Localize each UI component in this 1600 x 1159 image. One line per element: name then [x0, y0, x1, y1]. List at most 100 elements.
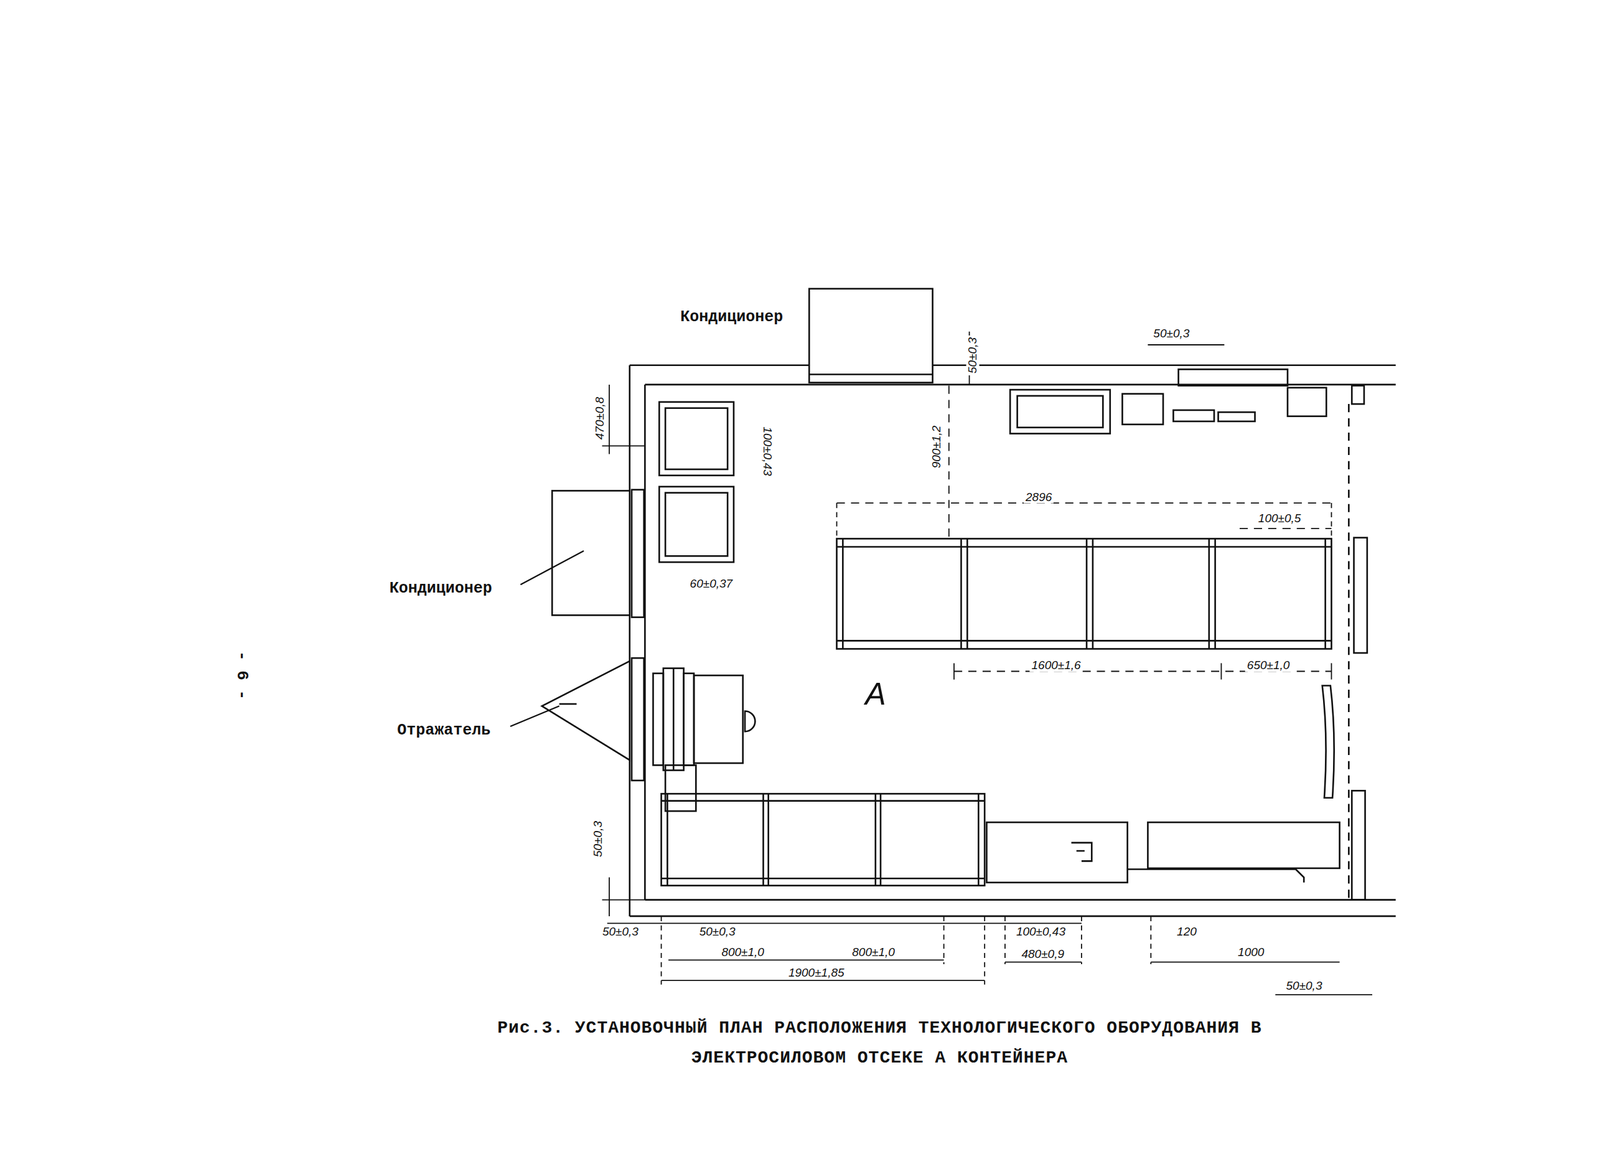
cabinets-part	[837, 639, 1332, 642]
cabinets-part	[960, 538, 963, 649]
dimension-lines-part	[1239, 527, 1332, 529]
air-conditioners-part	[809, 288, 933, 383]
dimension: 50±0,3	[697, 925, 738, 939]
walls-part	[631, 489, 645, 618]
dimension: 1900±1,85	[786, 965, 847, 979]
dimension-lines-part	[1004, 916, 1006, 964]
dimension-lines-part	[1221, 662, 1223, 679]
dimension: 650±1,0	[1245, 659, 1292, 673]
cabinets-part	[986, 822, 1128, 883]
cabinets-part	[659, 486, 734, 562]
leader-lines	[510, 550, 584, 727]
reflector-part	[559, 703, 577, 706]
walls-part	[644, 384, 646, 900]
cabinets-part	[693, 675, 744, 763]
dimension-lines-part	[660, 916, 663, 985]
dimension-lines-part	[1080, 916, 1083, 964]
dimension-lines-part	[943, 916, 945, 964]
air-conditioners-part	[552, 490, 630, 615]
cabinets-part	[661, 793, 986, 886]
cabinets-part	[665, 492, 728, 557]
cabinets-part	[966, 538, 969, 649]
cabinets-part	[1010, 389, 1111, 434]
dimension-lines-part	[1275, 993, 1373, 996]
dimension: 100±0,5	[1256, 511, 1304, 525]
walls-part	[628, 365, 631, 917]
dimension-lines-part	[661, 979, 986, 981]
cabinets-part	[1214, 538, 1217, 649]
dimension-lines-part	[1331, 662, 1333, 679]
cabinets-part	[1173, 410, 1215, 422]
walls-part	[629, 915, 1396, 918]
dimension: 60±0,37	[688, 576, 735, 590]
cabinets-part	[1218, 411, 1256, 422]
dimension-lines-part	[948, 385, 950, 539]
dimension: 900±1,2	[930, 423, 944, 471]
cabinets-part	[661, 877, 986, 880]
cabinets-part	[879, 793, 882, 886]
dimension: 100±0,43	[1014, 925, 1068, 939]
cabinets-part	[1071, 842, 1092, 862]
dimension-lines-part	[602, 899, 646, 901]
dimension-lines-part	[953, 662, 955, 679]
dimension: 100±0,43	[761, 424, 775, 478]
dimension: 50±0,3	[591, 818, 605, 859]
cabinets-part	[1147, 822, 1340, 869]
dimension: 1600±1,6	[1029, 659, 1083, 673]
cabinets-part	[1017, 395, 1104, 428]
dimension-lines-part	[608, 877, 610, 917]
cabinets-part	[762, 793, 765, 886]
leader-lines-part	[520, 550, 584, 585]
figure-caption: Рис.3. УСТАНОВОЧНЫЙ ПЛАН РАСПОЛОЖЕНИЯ ТЕ…	[484, 1013, 1275, 1073]
cabinets-part	[665, 408, 728, 470]
cabinets-part	[652, 673, 663, 766]
walls-part	[1351, 790, 1365, 900]
dimension-lines-part	[1005, 961, 1082, 963]
cabinets-part	[665, 764, 696, 811]
reflector-part	[542, 660, 630, 760]
dimension-lines-part	[608, 384, 610, 454]
dimension-lines	[602, 331, 1373, 995]
dimension: 50±0,3	[1151, 327, 1192, 341]
dimension-lines-part	[1150, 961, 1340, 963]
cabinets-part	[767, 793, 770, 886]
cabinets-part	[1178, 369, 1288, 386]
dimension: 470±0,8	[593, 395, 607, 442]
cabinets-part	[977, 793, 980, 886]
dimension: 120	[1174, 925, 1199, 939]
cabinets-part	[672, 668, 675, 771]
dimension: 50±0,3	[965, 335, 979, 376]
dimension: 1000	[1235, 945, 1266, 959]
air-conditioners-part	[809, 373, 933, 376]
equipment-name: Кондиционер	[387, 580, 495, 598]
cabinets-part	[661, 799, 986, 802]
compartment: А	[644, 385, 1349, 900]
cabinets-part	[842, 538, 844, 649]
dimension-lines-part	[983, 916, 986, 985]
cabinets-part	[1287, 387, 1327, 417]
dimension: 800±1,0	[719, 945, 767, 959]
dimension: 800±1,0	[850, 945, 897, 959]
walls-part	[629, 364, 1396, 366]
dimension-lines-part	[837, 502, 1332, 504]
cabinets	[652, 369, 1340, 885]
cabinets-part	[663, 668, 684, 771]
reflector	[542, 660, 630, 760]
dimension: 50±0,3	[1283, 978, 1324, 992]
dimension: 50±0,3	[600, 925, 641, 939]
walls-part	[631, 657, 645, 781]
air-conditioners	[552, 288, 933, 616]
cabinets-part	[874, 793, 877, 886]
cabinets-part	[1085, 538, 1088, 649]
equipment-name: Кондиционер	[678, 308, 785, 327]
cabinets-part	[1122, 393, 1164, 425]
cabinets-part	[1322, 685, 1335, 798]
dimension-lines-part	[607, 922, 1082, 924]
dimension-lines-part	[1331, 502, 1333, 539]
cabinets-part	[837, 545, 1332, 548]
cabinets-part	[659, 402, 734, 476]
equipment-name: Отражатель	[395, 721, 493, 740]
